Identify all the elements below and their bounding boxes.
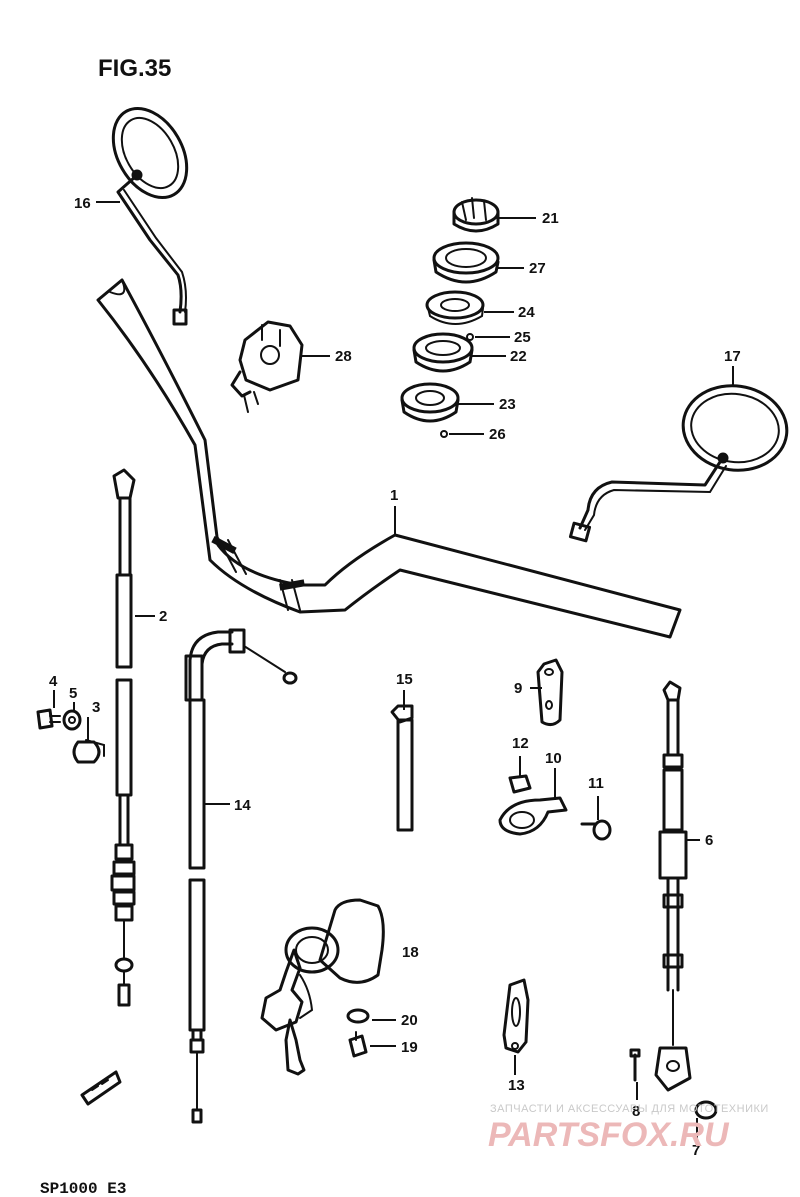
choke-cable	[654, 680, 692, 1092]
callout-2: 2	[159, 608, 167, 625]
footer-model-code: SP1000 E3	[40, 1180, 126, 1197]
switch-housing	[230, 320, 304, 413]
callout-21: 21	[542, 210, 559, 227]
handlebar	[96, 278, 682, 639]
callout-9: 9	[514, 680, 522, 697]
right-mirror	[568, 384, 789, 543]
callout-24: 24	[518, 304, 535, 321]
callout-19: 19	[401, 1039, 418, 1056]
clutch-cable	[184, 628, 298, 1124]
callout-18: 18	[402, 944, 419, 961]
ball-26	[440, 430, 448, 438]
screw-19	[348, 1031, 368, 1058]
front-arrow-marker	[80, 1070, 122, 1106]
watermark-brand: PARTSFOX.RU	[488, 1116, 730, 1154]
ball-25	[466, 333, 474, 341]
race-23	[400, 382, 460, 423]
callout-12: 12	[512, 735, 529, 752]
callout-3: 3	[92, 699, 100, 716]
callout-5: 5	[69, 685, 77, 702]
leader-lines	[53, 201, 734, 1140]
callout-20: 20	[401, 1012, 418, 1029]
left-mirror	[111, 106, 189, 326]
stem-nut-21	[452, 197, 500, 233]
callout-25: 25	[514, 329, 531, 346]
screw-8	[629, 1048, 641, 1082]
bolt-4	[36, 708, 61, 730]
bracket-13	[502, 978, 530, 1054]
washer-20	[346, 1008, 370, 1024]
callout-11: 11	[588, 775, 604, 792]
callout-27: 27	[529, 260, 546, 277]
callout-14: 14	[234, 797, 251, 814]
callout-23: 23	[499, 396, 516, 413]
clamp-10	[498, 796, 568, 836]
cable-tie-15	[390, 704, 414, 832]
watermark: ЗАПЧАСТИ И АКСЕССУАРЫ ДЛЯ МОТОТЕХНИКИ PA…	[488, 1103, 769, 1154]
callout-7: 7	[692, 1142, 700, 1159]
screw-7	[694, 1100, 718, 1120]
clamp-strap-9	[536, 658, 564, 727]
race-24	[425, 290, 485, 325]
callout-8: 8	[632, 1103, 640, 1120]
callout-10: 10	[545, 750, 562, 767]
callouts: 1 2 3 4 5 6 7 8 9 10 11 12 13 14 15 16 1…	[49, 195, 741, 1159]
cable-clamp-3	[72, 739, 105, 764]
figure-title: FIG.35	[98, 55, 171, 82]
callout-22: 22	[510, 348, 527, 365]
screw-11	[580, 819, 612, 841]
callout-17: 17	[724, 348, 741, 365]
throttle-cable	[110, 468, 136, 1007]
callout-6: 6	[705, 832, 713, 849]
callout-1: 1	[390, 487, 398, 504]
ignition-switch	[260, 898, 385, 1076]
callout-4: 4	[49, 673, 58, 690]
nut-12	[508, 774, 532, 794]
callout-28: 28	[335, 348, 352, 365]
washer-5	[62, 709, 82, 731]
bearing-22	[412, 332, 474, 373]
seal-27	[432, 241, 500, 284]
callout-15: 15	[396, 671, 413, 688]
watermark-caption: ЗАПЧАСТИ И АКСЕССУАРЫ ДЛЯ МОТОТЕХНИКИ	[490, 1103, 769, 1115]
callout-26: 26	[489, 426, 506, 443]
callout-13: 13	[508, 1077, 525, 1094]
callout-16: 16	[74, 195, 91, 212]
